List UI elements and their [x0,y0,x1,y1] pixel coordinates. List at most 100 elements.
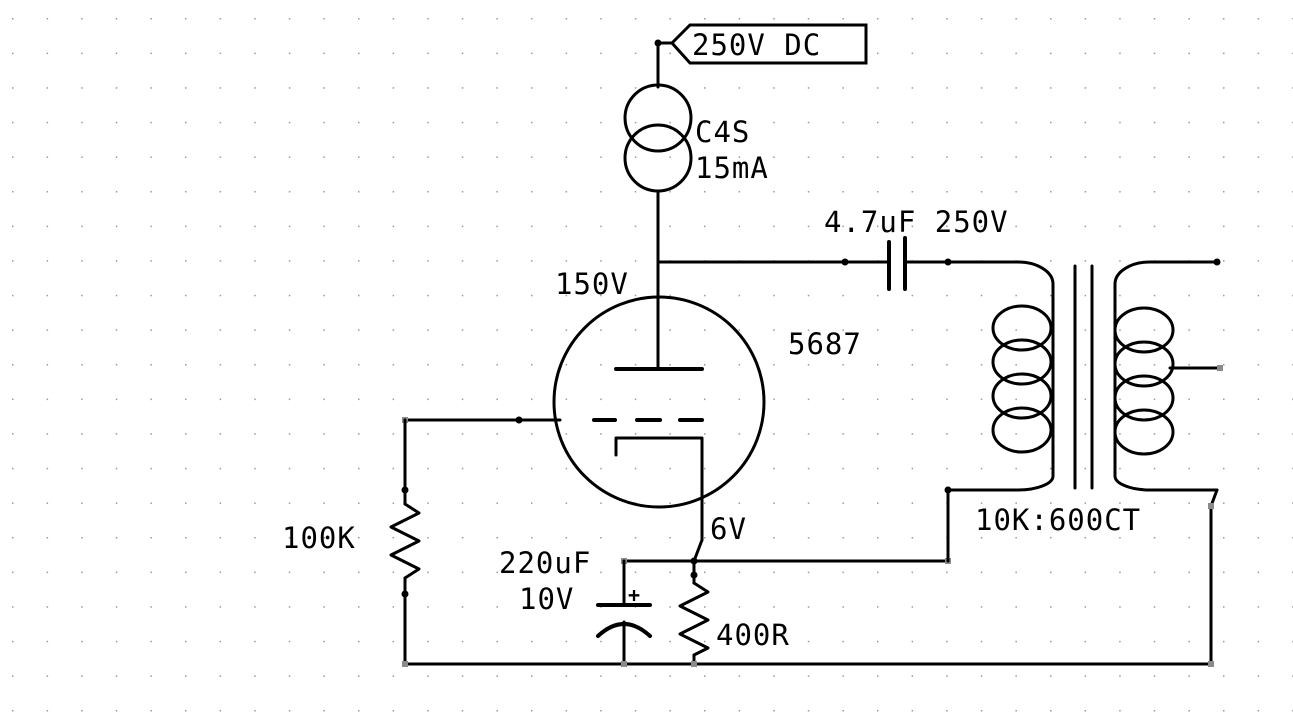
grid-dot [12,329,14,331]
grid-dot [946,606,948,608]
grid-dot [1223,329,1225,331]
grid-dot [877,52,879,55]
grid-dot [669,467,671,470]
grid-dot [980,87,983,89]
grid-dot [1050,18,1052,20]
grid-dot [738,537,741,539]
grid-dot [1119,537,1121,539]
grid-dot [911,675,914,677]
grid-dot [1015,606,1017,608]
grid-dot [46,467,49,470]
grid-dot [358,571,360,574]
grid-dot [669,502,671,504]
grid-dot [1084,87,1087,89]
grid-dot [773,675,775,677]
grid-dot [358,191,360,193]
grid-dot [358,225,360,228]
grid-dot [877,294,879,297]
grid-dot [565,537,568,539]
grid-dot [392,52,395,55]
grid-dot [980,156,983,158]
coupling-cap-label: 4.7uF 250V [824,205,1009,239]
grid-dot [1223,537,1225,539]
grid-dot [1223,225,1225,228]
grid-dot [427,121,429,124]
grid-dot [219,398,222,401]
grid-dot [634,364,637,366]
grid-dot [669,329,671,331]
grid-dot [254,675,256,677]
grid-dot [1050,260,1052,262]
grid-dot [115,467,118,470]
grid-dot [842,18,844,20]
grid-dot [46,710,49,712]
grid-dot [46,156,49,158]
grid-dot [634,433,637,435]
grid-dot [634,294,637,297]
grid-dot [1119,87,1121,89]
grid-dot [81,121,83,124]
grid-dot [288,294,291,297]
grid-dot [254,225,256,228]
grid-dot [358,537,360,539]
grid-dot [1153,710,1156,712]
grid-dot [12,467,14,470]
grid-dot [254,433,256,435]
grid-dot [115,364,118,366]
grid-dot [115,87,118,89]
grid-dot [1084,502,1087,504]
grid-dot [323,294,325,297]
grid-dot [46,329,49,331]
grid-dot [358,606,360,608]
grid-dot [461,156,464,158]
grid-dot [1050,191,1052,193]
grid-dot [1223,121,1225,124]
grid-dot [219,87,222,89]
grid-dot [842,537,844,539]
grid-dot [807,294,810,297]
grid-dot [1223,191,1225,193]
grid-dot [185,675,187,677]
grid-dot [842,710,844,712]
grid-dot [1188,191,1190,193]
grid-dot [600,364,602,366]
grid-dot [980,364,983,366]
grid-dot [669,364,671,366]
grid-dot [1119,121,1121,124]
grid-dot [1223,433,1225,435]
grid-dot [323,18,325,20]
grid-dot [704,191,706,193]
grid-dot [1223,52,1225,55]
grid-dot [150,18,152,20]
grid-dot [669,606,671,608]
grid-dot [531,121,533,124]
grid-dot [288,18,291,20]
grid-dot [496,121,498,124]
grid-dot [496,87,498,89]
grid-dot [254,398,256,401]
grid-dot [773,571,775,574]
grid-dot [980,191,983,193]
grid-dot [219,364,222,366]
grid-dot [185,260,187,262]
grid-dot [115,121,118,124]
grid-dot [461,710,464,712]
grid-dot [46,398,49,401]
grid-dot [1119,225,1121,228]
grid-dot [1188,18,1190,20]
grid-dot [81,675,83,677]
grid-dot [704,329,706,331]
grid-dot [634,18,637,20]
grid-dot [980,606,983,608]
grid-dot [1015,156,1017,158]
grid-dot [980,502,983,504]
grid-dot [565,225,568,228]
grid-dot [427,537,429,539]
grid-dot [115,640,118,643]
grid-dot [392,156,395,158]
grid-dot [807,364,810,366]
grid-dot [12,502,14,504]
grid-dot [1119,260,1121,262]
grid-dot [81,87,83,89]
grid-dot [496,675,498,677]
